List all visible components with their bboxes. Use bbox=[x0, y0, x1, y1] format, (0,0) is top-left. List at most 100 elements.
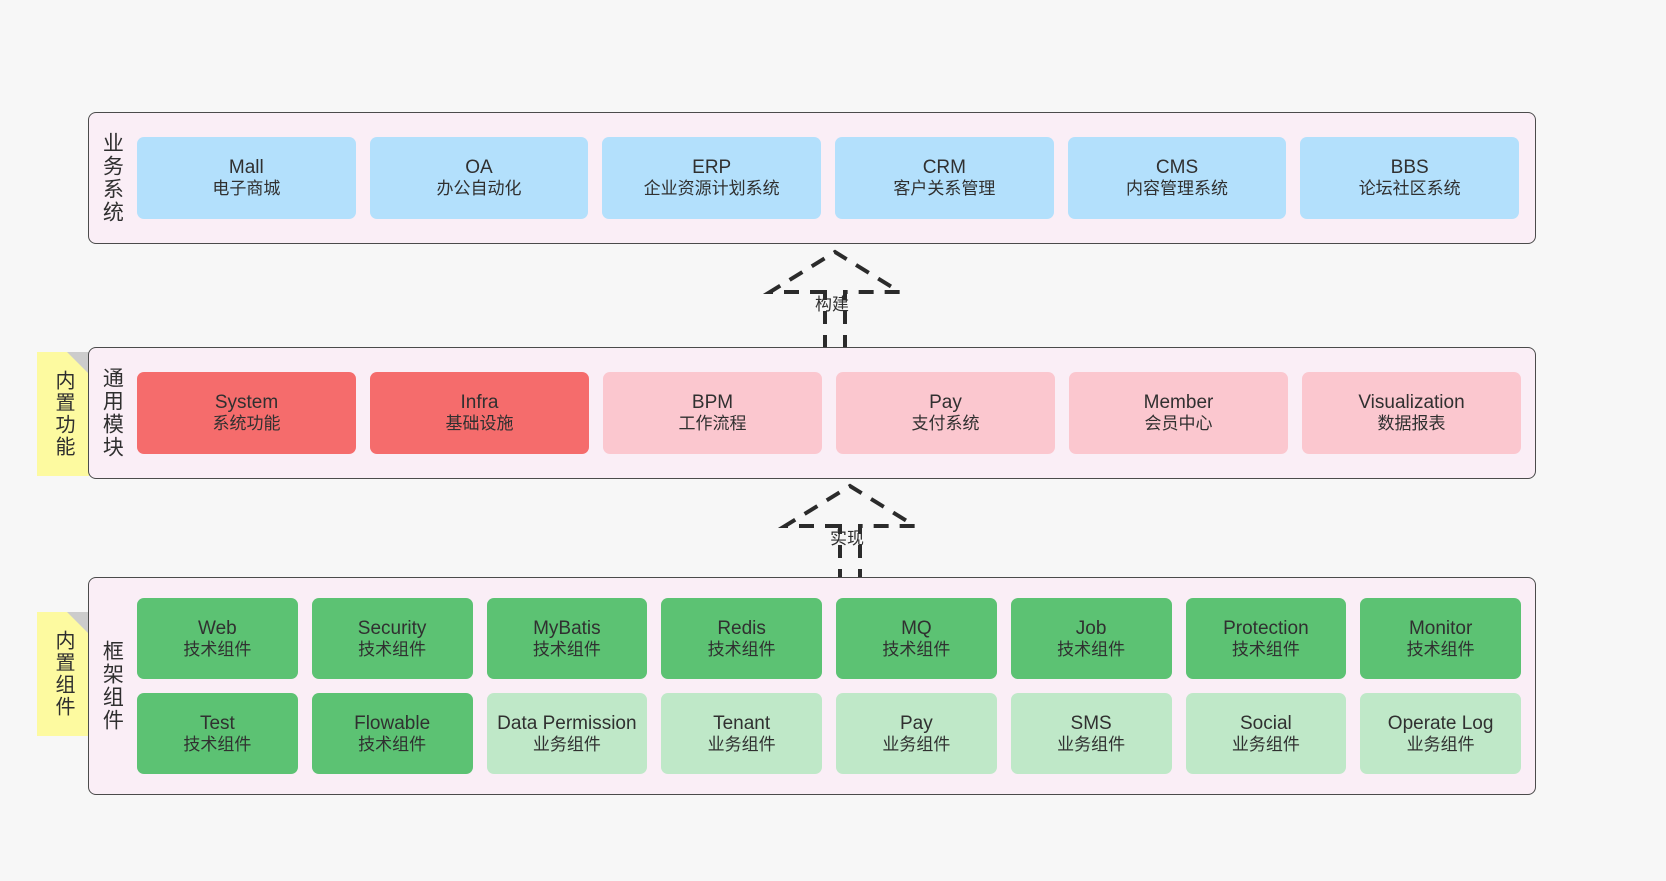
common-cell-system-desc: 系统功能 bbox=[212, 414, 281, 434]
common-cell-bpm-desc: 工作流程 bbox=[678, 414, 747, 434]
framework-cell-protection[interactable]: Protection 技术组件 bbox=[1185, 598, 1347, 679]
framework-cell-operate-log[interactable]: Operate Log 业务组件 bbox=[1360, 693, 1521, 774]
common-cell-pay-desc: 支付系统 bbox=[911, 414, 980, 434]
arrow-implement-icon bbox=[777, 483, 923, 582]
framework-cell-redis-desc: 技术组件 bbox=[707, 639, 776, 659]
business-cell-erp-desc: 企业资源计划系统 bbox=[643, 179, 780, 199]
common-cell-system[interactable]: System 系统功能 bbox=[137, 372, 356, 454]
framework-cell-data-permission-name: Data Permission bbox=[497, 712, 637, 734]
layer-framework-title: 框架组件 bbox=[100, 640, 124, 732]
framework-cell-data-permission[interactable]: Data Permission 业务组件 bbox=[486, 693, 648, 774]
framework-cell-social[interactable]: Social 业务组件 bbox=[1185, 693, 1347, 774]
common-cell-system-name: System bbox=[214, 392, 279, 414]
arrow-build: 构建 bbox=[745, 248, 925, 348]
business-cell-oa-desc: 办公自动化 bbox=[436, 179, 522, 199]
sticky-note-builtin-components: 内置组件 bbox=[37, 612, 89, 736]
layer-business-body: Mall 电子商城 OA 办公自动化 ERP 企业资源计划系统 CRM 客户关系… bbox=[133, 113, 1535, 243]
business-row: Mall 电子商城 OA 办公自动化 ERP 企业资源计划系统 CRM 客户关系… bbox=[137, 137, 1520, 219]
framework-cell-job-name: Job bbox=[1075, 617, 1107, 639]
framework-cell-tenant[interactable]: Tenant 业务组件 bbox=[661, 693, 822, 774]
common-cell-bpm-name: BPM bbox=[691, 392, 734, 414]
framework-cell-test-name: Test bbox=[199, 712, 235, 734]
framework-cell-pay[interactable]: Pay 业务组件 bbox=[836, 693, 997, 774]
business-cell-erp[interactable]: ERP 企业资源计划系统 bbox=[602, 137, 822, 219]
framework-cell-web-name: Web bbox=[198, 617, 237, 639]
framework-cell-monitor[interactable]: Monitor 技术组件 bbox=[1360, 598, 1521, 679]
framework-cell-mybatis-desc: 技术组件 bbox=[532, 639, 601, 659]
common-cell-member-desc: 会员中心 bbox=[1144, 414, 1213, 434]
sticky-note-builtin-components-label: 内置组件 bbox=[52, 630, 74, 718]
arrow-build-label: 构建 bbox=[815, 295, 849, 314]
business-cell-cms-desc: 内容管理系统 bbox=[1126, 179, 1229, 199]
common-cell-visualization-name: Visualization bbox=[1358, 392, 1465, 414]
business-cell-crm[interactable]: CRM 客户关系管理 bbox=[835, 137, 1054, 219]
framework-cell-social-name: Social bbox=[1240, 712, 1292, 734]
common-row: System 系统功能 Infra 基础设施 BPM 工作流程 Pay 支付系统… bbox=[137, 372, 1521, 454]
business-cell-cms[interactable]: CMS 内容管理系统 bbox=[1067, 137, 1287, 219]
business-cell-cms-name: CMS bbox=[1155, 157, 1199, 179]
business-cell-crm-desc: 客户关系管理 bbox=[893, 179, 996, 199]
arrow-implement-label: 实现 bbox=[830, 529, 864, 548]
common-cell-infra[interactable]: Infra 基础设施 bbox=[370, 372, 589, 454]
business-cell-bbs[interactable]: BBS 论坛社区系统 bbox=[1300, 137, 1520, 219]
common-cell-bpm[interactable]: BPM 工作流程 bbox=[603, 372, 822, 454]
sticky-note-builtin-features: 内置功能 bbox=[37, 352, 89, 476]
framework-cell-protection-name: Protection bbox=[1223, 617, 1309, 639]
framework-cell-mybatis[interactable]: MyBatis 技术组件 bbox=[486, 598, 648, 679]
framework-cell-security-desc: 技术组件 bbox=[358, 639, 427, 659]
layer-business-title: 业务系统 bbox=[100, 132, 124, 224]
layer-common-modules: 通用模块 System 系统功能 Infra 基础设施 BPM 工作流程 Pay… bbox=[88, 347, 1536, 479]
framework-cell-tenant-name: Tenant bbox=[713, 712, 771, 734]
business-cell-bbs-desc: 论坛社区系统 bbox=[1358, 179, 1461, 199]
layer-business-systems: 业务系统 Mall 电子商城 OA 办公自动化 ERP 企业资源计划系统 CRM… bbox=[88, 112, 1536, 244]
framework-cell-monitor-desc: 技术组件 bbox=[1406, 639, 1475, 659]
business-cell-crm-name: CRM bbox=[922, 157, 966, 179]
business-cell-erp-name: ERP bbox=[692, 157, 732, 179]
layer-framework-body: Web 技术组件 Security 技术组件 MyBatis 技术组件 Redi… bbox=[133, 578, 1535, 794]
framework-cell-mq[interactable]: MQ 技术组件 bbox=[836, 598, 997, 679]
framework-row-technical: Web 技术组件 Security 技术组件 MyBatis 技术组件 Redi… bbox=[137, 598, 1521, 679]
framework-cell-protection-desc: 技术组件 bbox=[1231, 639, 1300, 659]
framework-cell-job[interactable]: Job 技术组件 bbox=[1010, 598, 1172, 679]
framework-cell-flowable[interactable]: Flowable 技术组件 bbox=[311, 693, 473, 774]
framework-cell-job-desc: 技术组件 bbox=[1057, 639, 1126, 659]
framework-cell-tenant-desc: 业务组件 bbox=[707, 734, 776, 754]
framework-cell-mq-name: MQ bbox=[901, 617, 932, 639]
common-cell-member-name: Member bbox=[1143, 392, 1214, 414]
common-cell-infra-desc: 基础设施 bbox=[445, 414, 514, 434]
framework-row-business: Test 技术组件 Flowable 技术组件 Data Permission … bbox=[137, 693, 1521, 774]
framework-cell-pay-name: Pay bbox=[900, 712, 933, 734]
common-cell-pay-name: Pay bbox=[929, 392, 962, 414]
framework-cell-sms[interactable]: SMS 业务组件 bbox=[1010, 693, 1172, 774]
business-cell-mall-name: Mall bbox=[228, 157, 264, 179]
framework-cell-sms-name: SMS bbox=[1070, 712, 1112, 734]
common-cell-member[interactable]: Member 会员中心 bbox=[1069, 372, 1288, 454]
framework-cell-web[interactable]: Web 技术组件 bbox=[137, 598, 298, 679]
framework-cell-flowable-name: Flowable bbox=[354, 712, 431, 734]
framework-cell-monitor-name: Monitor bbox=[1408, 617, 1473, 639]
framework-cell-pay-desc: 业务组件 bbox=[882, 734, 951, 754]
business-cell-oa[interactable]: OA 办公自动化 bbox=[369, 137, 589, 219]
sticky-fold-corner-icon bbox=[67, 612, 89, 634]
layer-common-title: 通用模块 bbox=[100, 367, 124, 459]
common-cell-visualization[interactable]: Visualization 数据报表 bbox=[1302, 372, 1521, 454]
framework-cell-sms-desc: 业务组件 bbox=[1057, 734, 1126, 754]
business-cell-mall[interactable]: Mall 电子商城 bbox=[137, 137, 356, 219]
framework-cell-social-desc: 业务组件 bbox=[1231, 734, 1300, 754]
framework-cell-mq-desc: 技术组件 bbox=[882, 639, 951, 659]
framework-cell-operate-log-name: Operate Log bbox=[1387, 712, 1494, 734]
common-cell-infra-name: Infra bbox=[460, 392, 499, 414]
framework-cell-mybatis-name: MyBatis bbox=[533, 617, 601, 639]
framework-cell-test-desc: 技术组件 bbox=[183, 734, 252, 754]
framework-cell-web-desc: 技术组件 bbox=[183, 639, 252, 659]
framework-cell-security[interactable]: Security 技术组件 bbox=[311, 598, 473, 679]
arrow-implement: 实现 bbox=[760, 482, 940, 582]
framework-cell-redis[interactable]: Redis 技术组件 bbox=[661, 598, 822, 679]
business-cell-oa-name: OA bbox=[465, 157, 493, 179]
common-cell-visualization-desc: 数据报表 bbox=[1377, 414, 1446, 434]
layer-common-body: System 系统功能 Infra 基础设施 BPM 工作流程 Pay 支付系统… bbox=[133, 348, 1535, 478]
framework-cell-test[interactable]: Test 技术组件 bbox=[137, 693, 298, 774]
common-cell-pay[interactable]: Pay 支付系统 bbox=[836, 372, 1055, 454]
framework-cell-data-permission-desc: 业务组件 bbox=[532, 734, 601, 754]
